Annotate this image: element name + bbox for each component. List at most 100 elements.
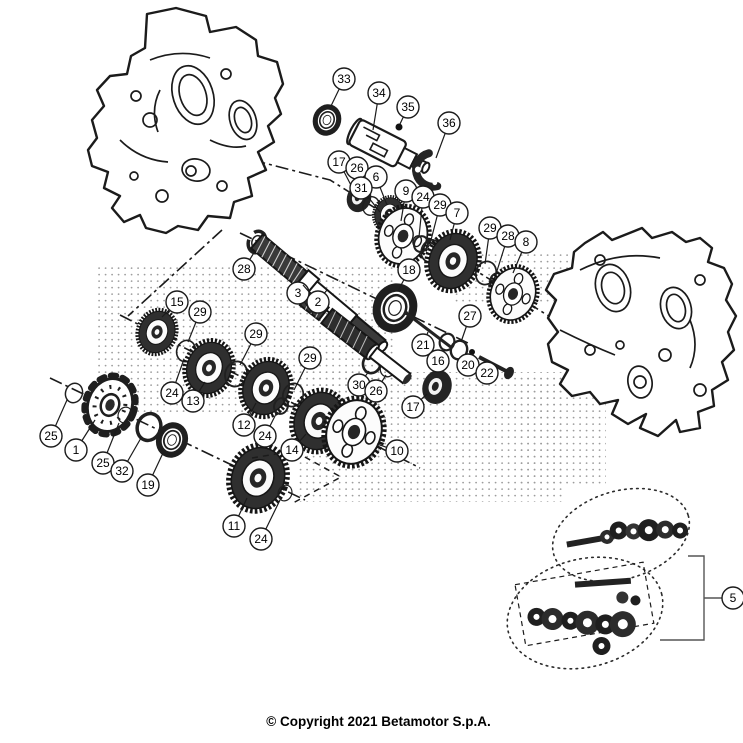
- svg-text:29: 29: [433, 198, 447, 212]
- callout-22[interactable]: 22: [475, 361, 499, 385]
- svg-text:22: 22: [480, 366, 494, 380]
- callout-7[interactable]: 7: [445, 201, 469, 241]
- callout-2[interactable]: 2: [302, 284, 330, 314]
- kit-bracket: [660, 555, 722, 641]
- svg-text:32: 32: [115, 464, 129, 478]
- callout-21[interactable]: 21: [411, 331, 435, 357]
- callout-14[interactable]: 14: [280, 433, 307, 462]
- svg-text:13: 13: [186, 394, 200, 408]
- callout-24[interactable]: 24: [253, 411, 278, 448]
- svg-text:8: 8: [523, 235, 530, 249]
- svg-text:10: 10: [390, 444, 404, 458]
- svg-text:28: 28: [237, 262, 251, 276]
- right-crankcase: [544, 226, 738, 438]
- copyright-text: © Copyright 2021 Betamotor S.p.A.: [266, 714, 491, 729]
- callout-29[interactable]: 29: [293, 346, 322, 391]
- svg-text:14: 14: [285, 443, 299, 457]
- callout-13[interactable]: 13: [181, 381, 206, 413]
- svg-text:25: 25: [44, 429, 58, 443]
- svg-text:31: 31: [354, 181, 368, 195]
- svg-text:11: 11: [228, 519, 241, 533]
- svg-text:6: 6: [373, 170, 380, 184]
- callout-10[interactable]: 10: [376, 439, 409, 463]
- callout-16[interactable]: 16: [426, 348, 450, 373]
- svg-text:24: 24: [254, 532, 268, 546]
- callout-34[interactable]: 34: [367, 81, 391, 131]
- callout-15[interactable]: 15: [161, 290, 189, 318]
- svg-text:29: 29: [249, 327, 263, 341]
- callout-19[interactable]: 19: [136, 452, 164, 497]
- pin-35: [395, 123, 403, 131]
- svg-text:33: 33: [337, 72, 351, 86]
- callout-29[interactable]: 29: [239, 322, 268, 366]
- svg-text:26: 26: [369, 384, 383, 398]
- svg-text:7: 7: [454, 206, 461, 220]
- svg-text:34: 34: [372, 86, 386, 100]
- ball-20: [469, 349, 475, 355]
- svg-text:29: 29: [193, 305, 207, 319]
- svg-text:2: 2: [315, 295, 322, 309]
- connector-axis-line: [127, 229, 223, 317]
- callout-35[interactable]: 35: [396, 95, 420, 125]
- callout-26[interactable]: 26: [364, 374, 388, 403]
- bearing-19: [150, 416, 194, 464]
- callout-17[interactable]: 17: [401, 393, 428, 419]
- callout-28[interactable]: 28: [495, 224, 520, 275]
- callout-3[interactable]: 3: [286, 281, 314, 315]
- svg-text:36: 36: [442, 116, 456, 130]
- shift-drum-34: [346, 117, 431, 174]
- svg-text:3: 3: [295, 286, 302, 300]
- svg-text:12: 12: [237, 418, 251, 432]
- callout-24[interactable]: 24: [160, 358, 185, 405]
- svg-text:29: 29: [303, 351, 317, 365]
- svg-text:24: 24: [416, 190, 430, 204]
- callout-29[interactable]: 29: [478, 216, 502, 265]
- svg-text:28: 28: [501, 229, 515, 243]
- callout-25[interactable]: 25: [39, 399, 68, 448]
- callout-12[interactable]: 12: [232, 402, 257, 437]
- bearing-33: [307, 99, 347, 141]
- svg-text:19: 19: [141, 478, 155, 492]
- svg-text:9: 9: [403, 184, 410, 198]
- svg-text:30: 30: [352, 378, 366, 392]
- svg-text:35: 35: [401, 100, 415, 114]
- callout-36[interactable]: 36: [435, 111, 461, 159]
- svg-text:16: 16: [431, 354, 445, 368]
- svg-text:25: 25: [96, 456, 110, 470]
- callout-25[interactable]: 25: [91, 422, 120, 475]
- callout-24[interactable]: 24: [411, 185, 435, 238]
- svg-text:1: 1: [73, 443, 80, 457]
- svg-text:21: 21: [416, 338, 430, 352]
- callout-24[interactable]: 24: [249, 499, 281, 551]
- callout-8[interactable]: 8: [512, 230, 538, 274]
- svg-text:29: 29: [483, 221, 497, 235]
- svg-text:5: 5: [730, 591, 737, 605]
- callout-11[interactable]: 11: [222, 497, 248, 538]
- kit-ellipse-lower: [506, 556, 664, 670]
- callout-5[interactable]: 5: [721, 586, 743, 610]
- shift-rail-21: [404, 311, 453, 350]
- svg-text:24: 24: [258, 429, 272, 443]
- svg-text:17: 17: [332, 155, 346, 169]
- svg-text:17: 17: [406, 400, 420, 414]
- left-crankcase: [86, 6, 285, 235]
- kit-ellipse-upper: [551, 487, 691, 583]
- svg-text:26: 26: [350, 161, 364, 175]
- sprocket-1: [81, 372, 139, 438]
- svg-text:18: 18: [402, 263, 416, 277]
- svg-text:24: 24: [165, 386, 179, 400]
- callout-27[interactable]: 27: [458, 304, 482, 343]
- callout-33[interactable]: 33: [330, 67, 356, 107]
- callout-18[interactable]: 18: [397, 258, 421, 292]
- callout-1[interactable]: 1: [64, 419, 96, 462]
- svg-text:20: 20: [461, 358, 475, 372]
- callout-29[interactable]: 29: [187, 300, 212, 343]
- callout-31[interactable]: 31: [349, 176, 381, 213]
- group-outline-dashed: [251, 450, 343, 504]
- callout-32[interactable]: 32: [110, 437, 142, 483]
- svg-text:15: 15: [170, 295, 184, 309]
- callout-28[interactable]: 28: [232, 250, 256, 281]
